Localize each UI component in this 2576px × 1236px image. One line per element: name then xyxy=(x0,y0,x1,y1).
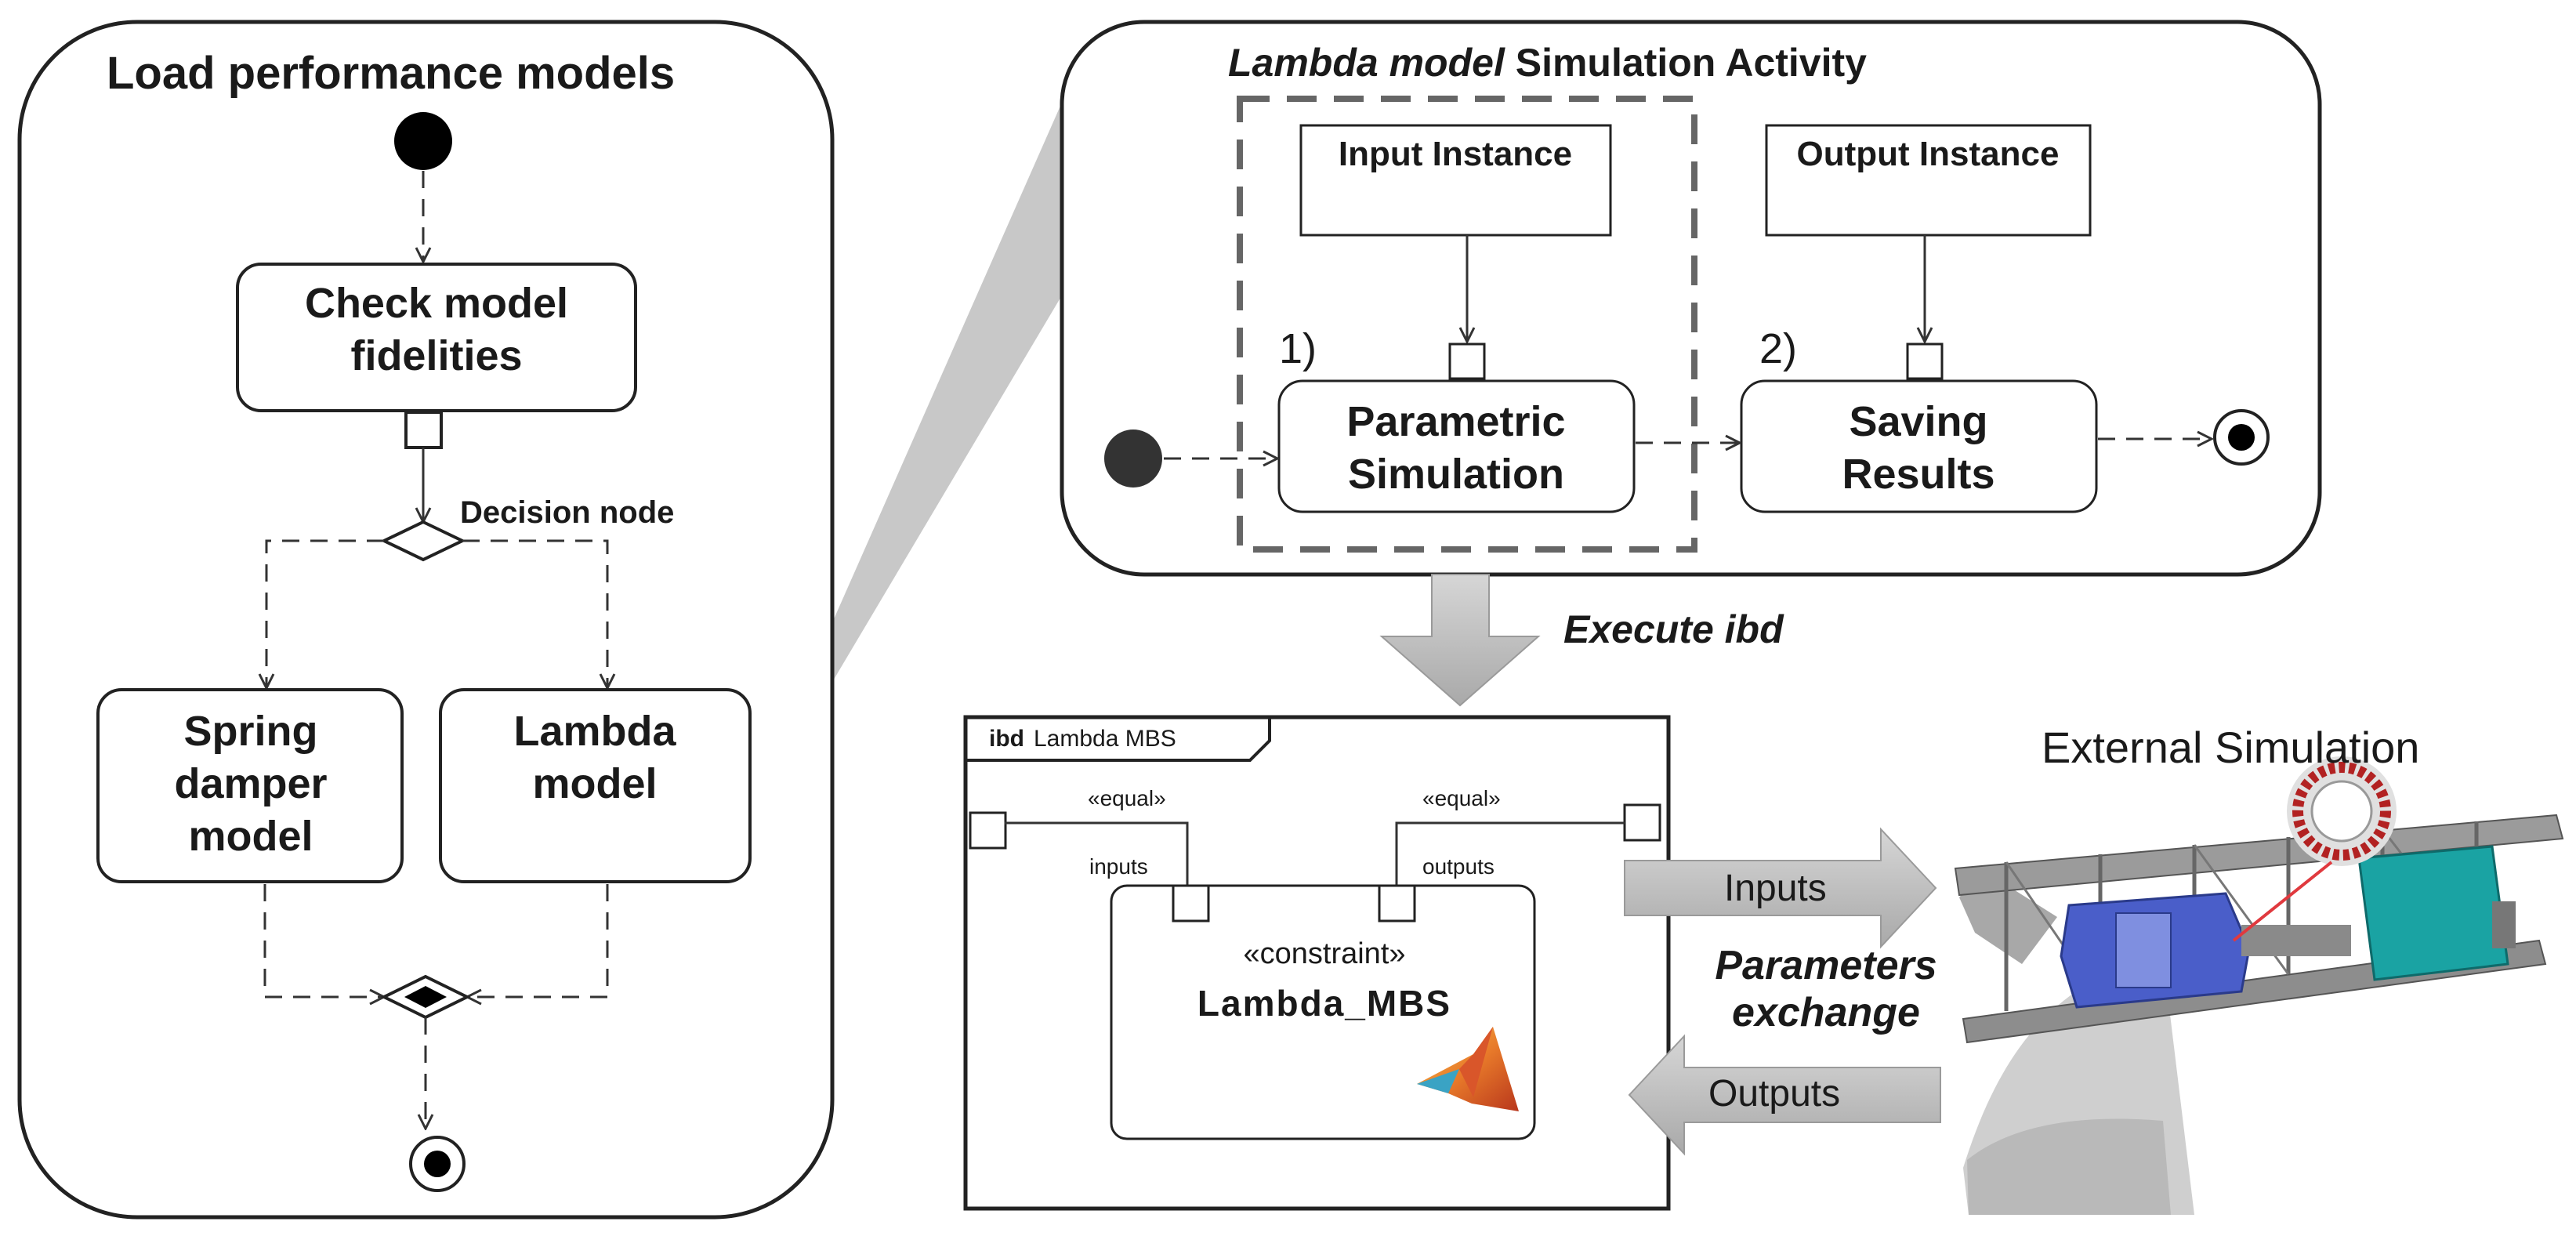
final-node-left-inner xyxy=(424,1151,451,1177)
matlab-logo-icon xyxy=(1417,1027,1519,1111)
output-instance-box[interactable] xyxy=(1765,124,2092,237)
step2-label: 2) xyxy=(1759,325,1798,372)
constraint-block[interactable] xyxy=(1110,884,1536,1140)
ibd-equal-left: «equal» xyxy=(1088,786,1166,810)
activity-title-rest: Simulation Activity xyxy=(1504,41,1867,85)
ibd-header-tab xyxy=(966,717,1271,762)
saving-input-pin xyxy=(1906,343,1944,380)
edge-lambda-merge xyxy=(467,884,609,997)
activity-title-italic: Lambda model xyxy=(1228,41,1505,85)
activity-panel-frame xyxy=(1060,20,2322,577)
start-node-left xyxy=(394,112,452,170)
input-partition-dashed xyxy=(1237,96,1697,553)
lambda-node-box[interactable] xyxy=(439,688,752,883)
outputs-arrow xyxy=(1628,1034,1941,1156)
ibd-header-name: Lambda MBS xyxy=(1034,726,1176,752)
ibd-inputs-label: inputs xyxy=(1089,854,1148,879)
constraint-stereotype: «constraint» xyxy=(1243,937,1406,970)
wind-turbine-drivetrain-render-icon xyxy=(1954,756,2564,1215)
ibd-header-keyword: ibd xyxy=(989,726,1024,752)
ibd-equal-right: «equal» xyxy=(1422,786,1501,810)
ibd-inputs-port xyxy=(1172,884,1210,922)
ibd-outputs-port xyxy=(1378,884,1416,922)
outputs-arrow-label: Outputs xyxy=(1708,1073,1841,1115)
input-instance-label: Input Instance xyxy=(1338,135,1573,173)
spring-node-box[interactable] xyxy=(96,688,404,883)
ibd-connector-left xyxy=(1004,821,1189,886)
ibd-outputs-label: outputs xyxy=(1422,854,1495,879)
edge-decision-spring xyxy=(266,539,384,688)
ibd-connector-right xyxy=(1395,821,1625,886)
start-node-activity xyxy=(1104,430,1162,488)
input-instance-box[interactable] xyxy=(1299,124,1612,237)
external-simulation-title: External Simulation xyxy=(2042,723,2420,772)
ibd-left-port xyxy=(969,811,1007,850)
decision-node[interactable] xyxy=(380,520,466,562)
ibd-right-port xyxy=(1623,803,1661,842)
parametric-node-box[interactable] xyxy=(1277,379,1636,513)
execute-down-arrow xyxy=(1379,574,1541,707)
edge-spring-merge xyxy=(263,884,384,997)
execute-ibd-label: Execute ibd xyxy=(1563,607,1784,651)
final-node-activity-inner xyxy=(2228,424,2255,451)
activity-title: Lambda model Simulation Activity xyxy=(1228,43,1867,82)
constraint-name: Lambda_MBS xyxy=(1197,983,1452,1024)
left-panel-title: Load performance models xyxy=(107,48,676,99)
parametric-input-pin xyxy=(1448,343,1486,380)
saving-node-box[interactable] xyxy=(1740,379,2098,513)
merge-node-inner xyxy=(404,986,447,1008)
edge-decision-lambda xyxy=(462,539,607,688)
check-output-pin xyxy=(404,411,443,449)
left-panel-frame xyxy=(17,20,835,1220)
decision-node-label: Decision node xyxy=(460,495,675,530)
output-instance-label: Output Instance xyxy=(1796,135,2060,173)
inputs-arrow xyxy=(1624,827,1937,949)
step1-label: 1) xyxy=(1279,325,1317,372)
inputs-arrow-label: Inputs xyxy=(1724,868,1827,909)
ibd-header: ibd Lambda MBS xyxy=(989,727,1176,751)
